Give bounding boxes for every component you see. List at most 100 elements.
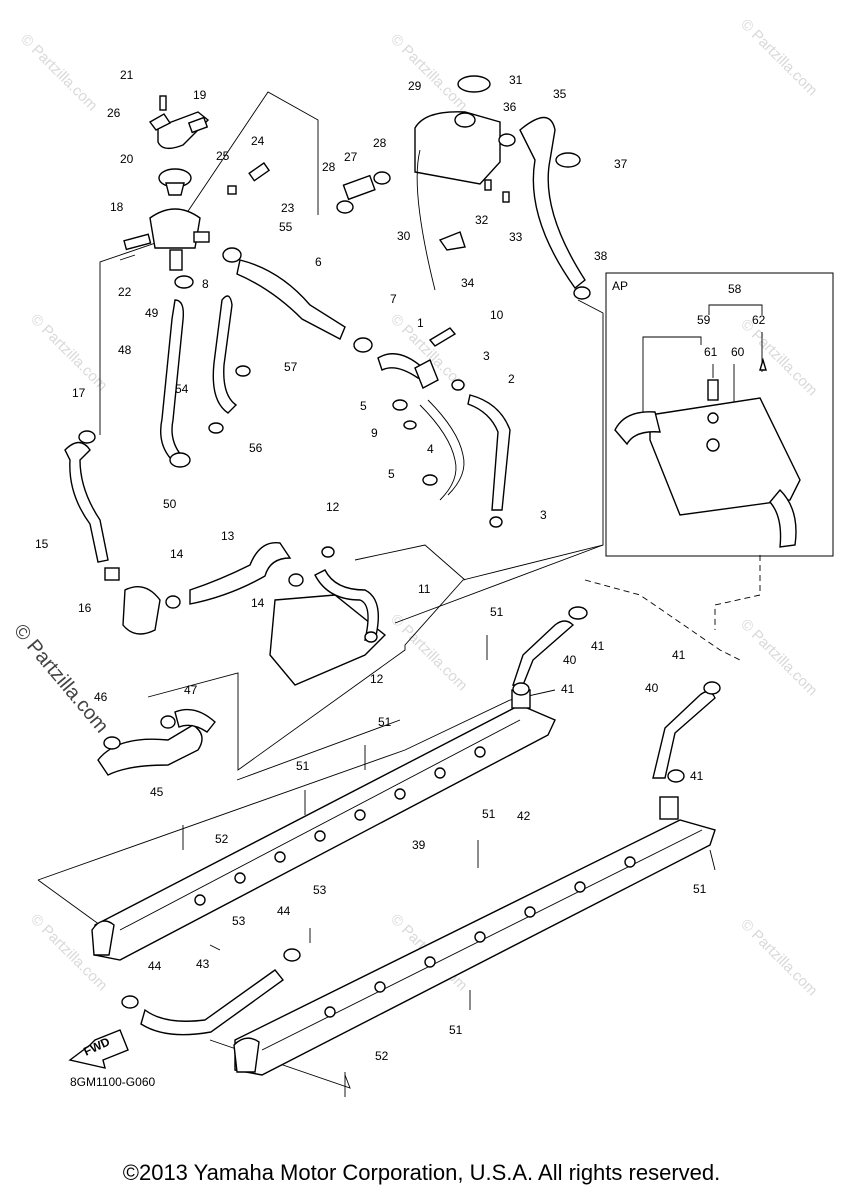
callout-c23: 23 (281, 201, 295, 215)
callout-c30: 30 (397, 229, 411, 243)
callout-c6: 6 (315, 255, 322, 269)
callout-c59: 59 (697, 313, 711, 327)
copyright-notice: ©2013 Yamaha Motor Corporation, U.S.A. A… (122, 1160, 721, 1185)
callout-c21: 21 (120, 68, 134, 82)
callout-c54: 54 (175, 382, 189, 396)
callout-c3b: 3 (540, 508, 547, 522)
svg-text:© Partzilla.com: © Partzilla.com (737, 916, 820, 999)
callout-c49: 49 (145, 306, 159, 320)
callout-c57: 57 (284, 360, 298, 374)
callout-c7: 7 (390, 292, 397, 306)
callout-c2: 2 (508, 372, 515, 386)
svg-text:© Partzilla.com: © Partzilla.com (27, 311, 110, 394)
callout-c17: 17 (72, 386, 86, 400)
svg-text:© Partzilla.com: © Partzilla.com (737, 316, 820, 399)
callout-c36: 36 (503, 100, 517, 114)
callout-c39: 39 (412, 838, 426, 852)
callout-c55: 55 (279, 220, 293, 234)
callout-c44b: 44 (148, 959, 162, 973)
callout-c14a: 14 (170, 547, 184, 561)
callout-c51f: 51 (449, 1023, 463, 1037)
thermostat-housing-group (123, 95, 271, 271)
callout-c51e: 51 (693, 882, 707, 896)
callout-c1: 1 (417, 316, 424, 330)
svg-text:© Partzilla.com: © Partzilla.com (387, 611, 470, 694)
callout-c33: 33 (509, 230, 523, 244)
callout-c28a: 28 (322, 160, 336, 174)
callout-c25: 25 (216, 149, 230, 163)
callout-c35: 35 (553, 87, 567, 101)
callout-c22: 22 (118, 285, 132, 299)
callout-c31: 31 (509, 73, 523, 87)
callout-c12b: 12 (370, 672, 384, 686)
callout-c19: 19 (193, 88, 207, 102)
callout-c40a: 40 (563, 653, 577, 667)
heat-exchanger-42 (233, 796, 716, 1076)
callout-c32: 32 (475, 213, 489, 227)
callout-c51b: 51 (378, 715, 392, 729)
callout-c13: 13 (221, 529, 235, 543)
callout-c20: 20 (120, 152, 134, 166)
callout-c51d: 51 (482, 807, 496, 821)
callout-c26: 26 (107, 106, 121, 120)
callout-labels: 1233455678910111212131414151617181920212… (35, 68, 766, 1063)
callout-c5a: 5 (360, 399, 367, 413)
callout-c51c: 51 (296, 759, 310, 773)
callout-c3a: 3 (483, 349, 490, 363)
callout-c29: 29 (408, 79, 422, 93)
water-pump-group (122, 541, 387, 686)
callout-c53b: 53 (232, 914, 246, 928)
callout-c16: 16 (78, 601, 92, 615)
callout-c28b: 28 (373, 136, 387, 150)
callout-c61: 61 (704, 345, 718, 359)
assembly-guide-lines (37, 91, 761, 1089)
callout-c47: 47 (184, 683, 198, 697)
callout-c40b: 40 (645, 681, 659, 695)
callout-c18: 18 (110, 200, 124, 214)
callout-c62: 62 (752, 313, 766, 327)
callout-c52b: 52 (375, 1049, 389, 1063)
callout-c52a: 52 (215, 832, 229, 846)
callout-c15: 15 (35, 537, 49, 551)
callout-c44a: 44 (277, 904, 291, 918)
svg-text:© Partzilla.com: © Partzilla.com (387, 31, 470, 114)
ap-assembly-box: AP (605, 272, 834, 557)
callout-c4: 4 (427, 442, 434, 456)
callout-c48: 48 (118, 343, 132, 357)
upper-hoses-group (159, 247, 511, 528)
svg-text:© Partzilla.com: © Partzilla.com (737, 616, 820, 699)
callout-c45: 45 (150, 785, 164, 799)
callout-c34: 34 (461, 276, 475, 290)
callout-c10: 10 (490, 308, 504, 322)
callout-c8: 8 (202, 277, 209, 291)
lower-left-hose-group (97, 708, 216, 776)
ap-box-label: AP (612, 279, 628, 293)
callout-c53a: 53 (313, 883, 327, 897)
callout-c38: 38 (594, 249, 608, 263)
callout-c9: 9 (371, 426, 378, 440)
left-hose-group (64, 430, 120, 581)
callout-c41c: 41 (672, 648, 686, 662)
callout-c37: 37 (614, 157, 628, 171)
callout-c42: 42 (517, 809, 531, 823)
callout-c27: 27 (344, 150, 358, 164)
drawing-code: 8GM1100-G060 (70, 1075, 155, 1089)
callout-c14b: 14 (251, 596, 265, 610)
callout-c41d: 41 (690, 769, 704, 783)
fasteners-group (182, 635, 716, 1097)
fwd-arrow: FWD (68, 1029, 129, 1069)
svg-text:© Partzilla.com: © Partzilla.com (17, 31, 100, 114)
callout-c46: 46 (94, 690, 108, 704)
callout-c58: 58 (728, 282, 742, 296)
callout-c60: 60 (731, 345, 745, 359)
callout-c11: 11 (418, 582, 431, 596)
callout-c43: 43 (196, 957, 210, 971)
callout-c51a: 51 (490, 605, 504, 619)
heat-exchanger-39 (91, 689, 556, 961)
svg-text:© Partzilla.com: © Partzilla.com (737, 16, 820, 99)
coolant-reservoir-group (336, 75, 591, 300)
callout-c24: 24 (251, 134, 265, 148)
callout-c50: 50 (163, 497, 177, 511)
rail-hoses-group (121, 606, 721, 1036)
